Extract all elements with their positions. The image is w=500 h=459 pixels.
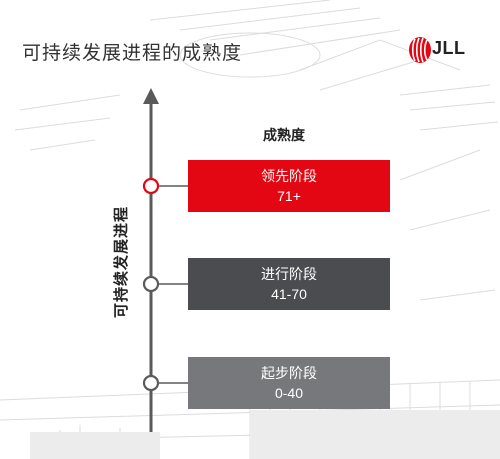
stage-name: 进行阶段 xyxy=(261,266,317,282)
page-title: 可持续发展进程的成熟度 xyxy=(22,43,243,64)
node-2 xyxy=(142,275,160,293)
stage-box-starting: 起步阶段 0-40 xyxy=(188,357,390,409)
node-3 xyxy=(142,374,160,392)
stage-name: 领先阶段 xyxy=(261,168,317,184)
logo-text: JLL xyxy=(432,38,466,58)
stage-range: 41-70 xyxy=(271,286,307,302)
axis-arrow-head xyxy=(143,88,159,104)
stage-box-progressing: 进行阶段 41-70 xyxy=(188,258,390,310)
stage-range: 0-40 xyxy=(274,385,304,401)
stage-name: 起步阶段 xyxy=(261,365,317,381)
column-header: 成熟度 xyxy=(263,127,305,143)
jll-logo xyxy=(409,37,431,63)
axis-label: 可持续发展进程 xyxy=(113,206,130,319)
stage-box-leading: 领先阶段 71+ xyxy=(188,160,390,212)
node-1 xyxy=(142,177,160,195)
stage-range: 71+ xyxy=(277,188,301,204)
